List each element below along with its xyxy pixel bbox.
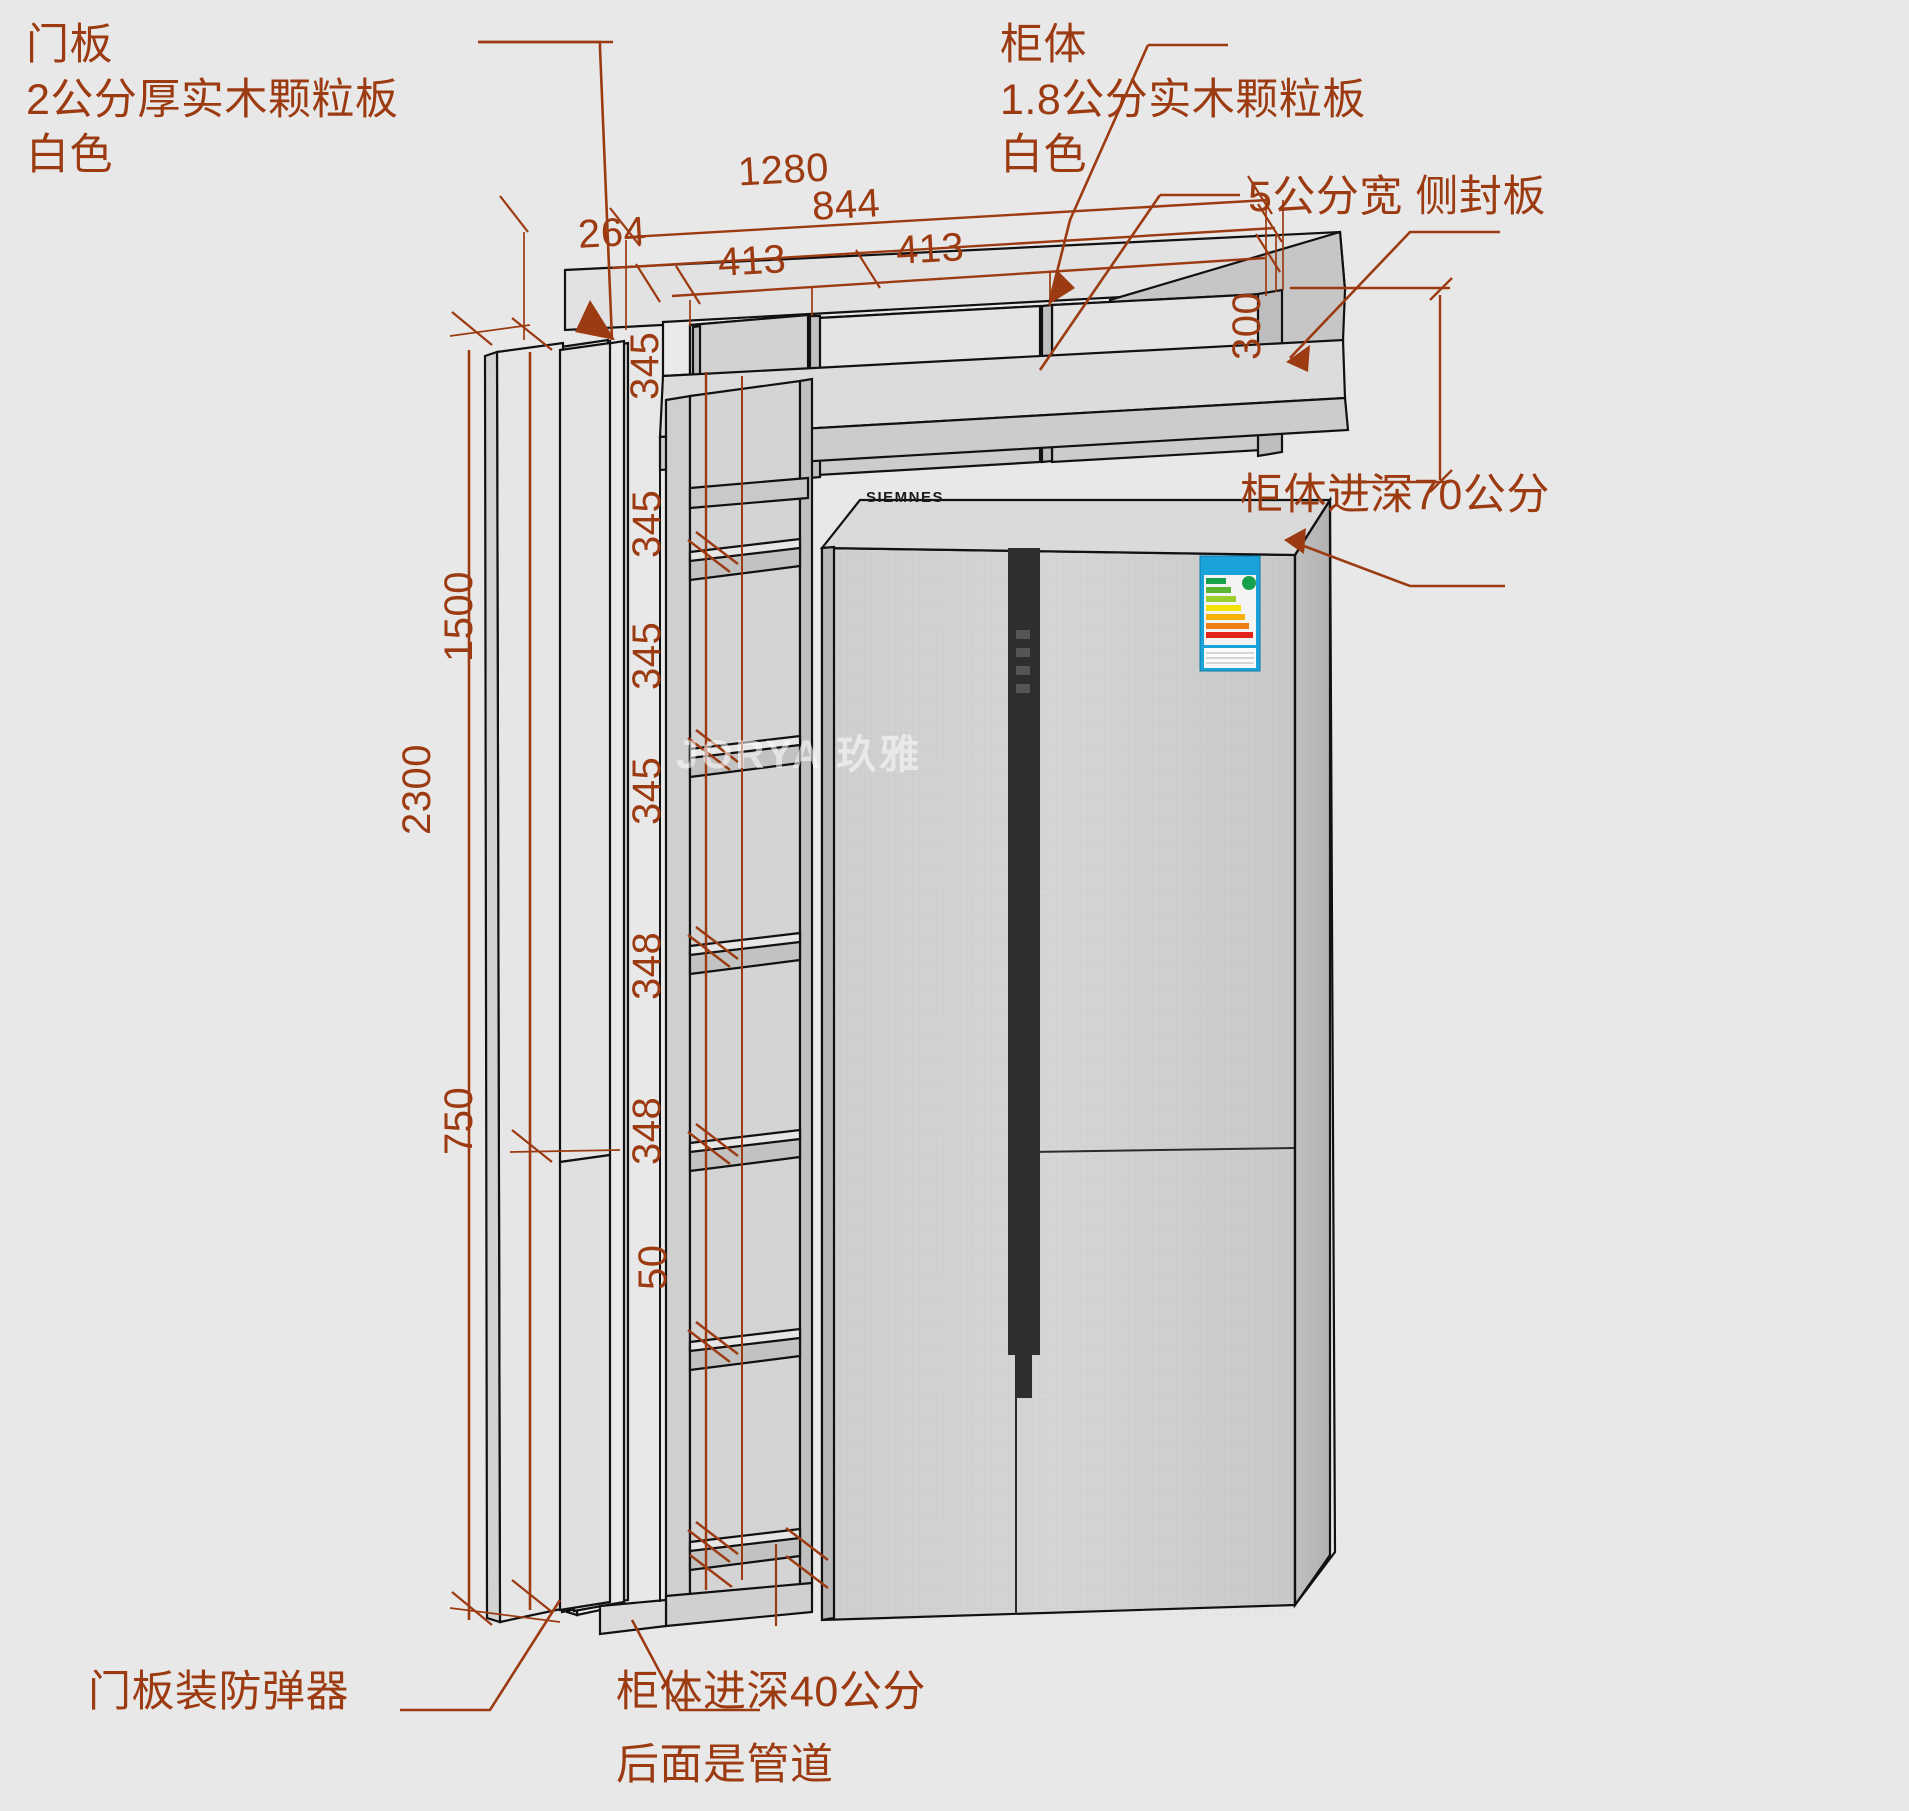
dim-shelf-gap-1: 345 [623,331,667,400]
callout-side-seal-panel: 5公分宽 侧封板 [1248,173,1546,221]
dim-overall-height-2300: 2300 [395,744,439,835]
callout-depth-40-line2: 后面是管道 [616,1741,834,1790]
callout-depth-40: 柜体进深40公分 后面是管道 [616,1665,926,1793]
callout-cabinet-body-line3: 白色 [1000,131,1087,180]
callout-door-panel: 门板 2公分厚实木颗粒板 白色 [26,18,398,183]
dim-shelf-gap-4: 345 [625,756,669,825]
dim-shelf-gap-6: 348 [625,1096,669,1165]
dim-lower-750: 750 [437,1086,481,1155]
dim-toe-kick-50: 50 [631,1244,675,1291]
dim-upper-1500: 1500 [437,571,481,662]
dim-inner-width-844: 844 [810,181,882,229]
callout-cabinet-body-line1: 柜体 [1000,21,1087,69]
dim-shelf-gap-3: 345 [625,621,669,690]
callout-door-damper: 门板装防弹器 [88,1668,349,1716]
dim-shelf-gap-2: 345 [625,489,669,558]
energy-label-sticker [1199,555,1261,672]
dim-shelf-gap-5: 348 [625,931,669,1000]
callout-door-panel-line2: 2公分厚实木颗粒板 [26,76,399,125]
dim-bay-413-left: 413 [716,237,788,285]
callout-depth-70: 柜体进深70公分 [1240,471,1550,519]
callout-depth-40-line1: 柜体进深40公分 [616,1668,926,1716]
callout-door-panel-line1: 门板 [26,21,113,69]
dim-bay-413-right: 413 [894,225,966,273]
dim-top-box-300: 300 [1225,291,1269,360]
callout-cabinet-body-line2: 1.8公分实木颗粒板 [1000,76,1366,125]
callout-door-panel-line3: 白色 [26,131,113,180]
callout-cabinet-body: 柜体 1.8公分实木颗粒板 白色 [1000,18,1366,183]
fridge-brand-label: SIEMNES [866,489,945,506]
dim-left-bay-264: 264 [576,209,648,257]
